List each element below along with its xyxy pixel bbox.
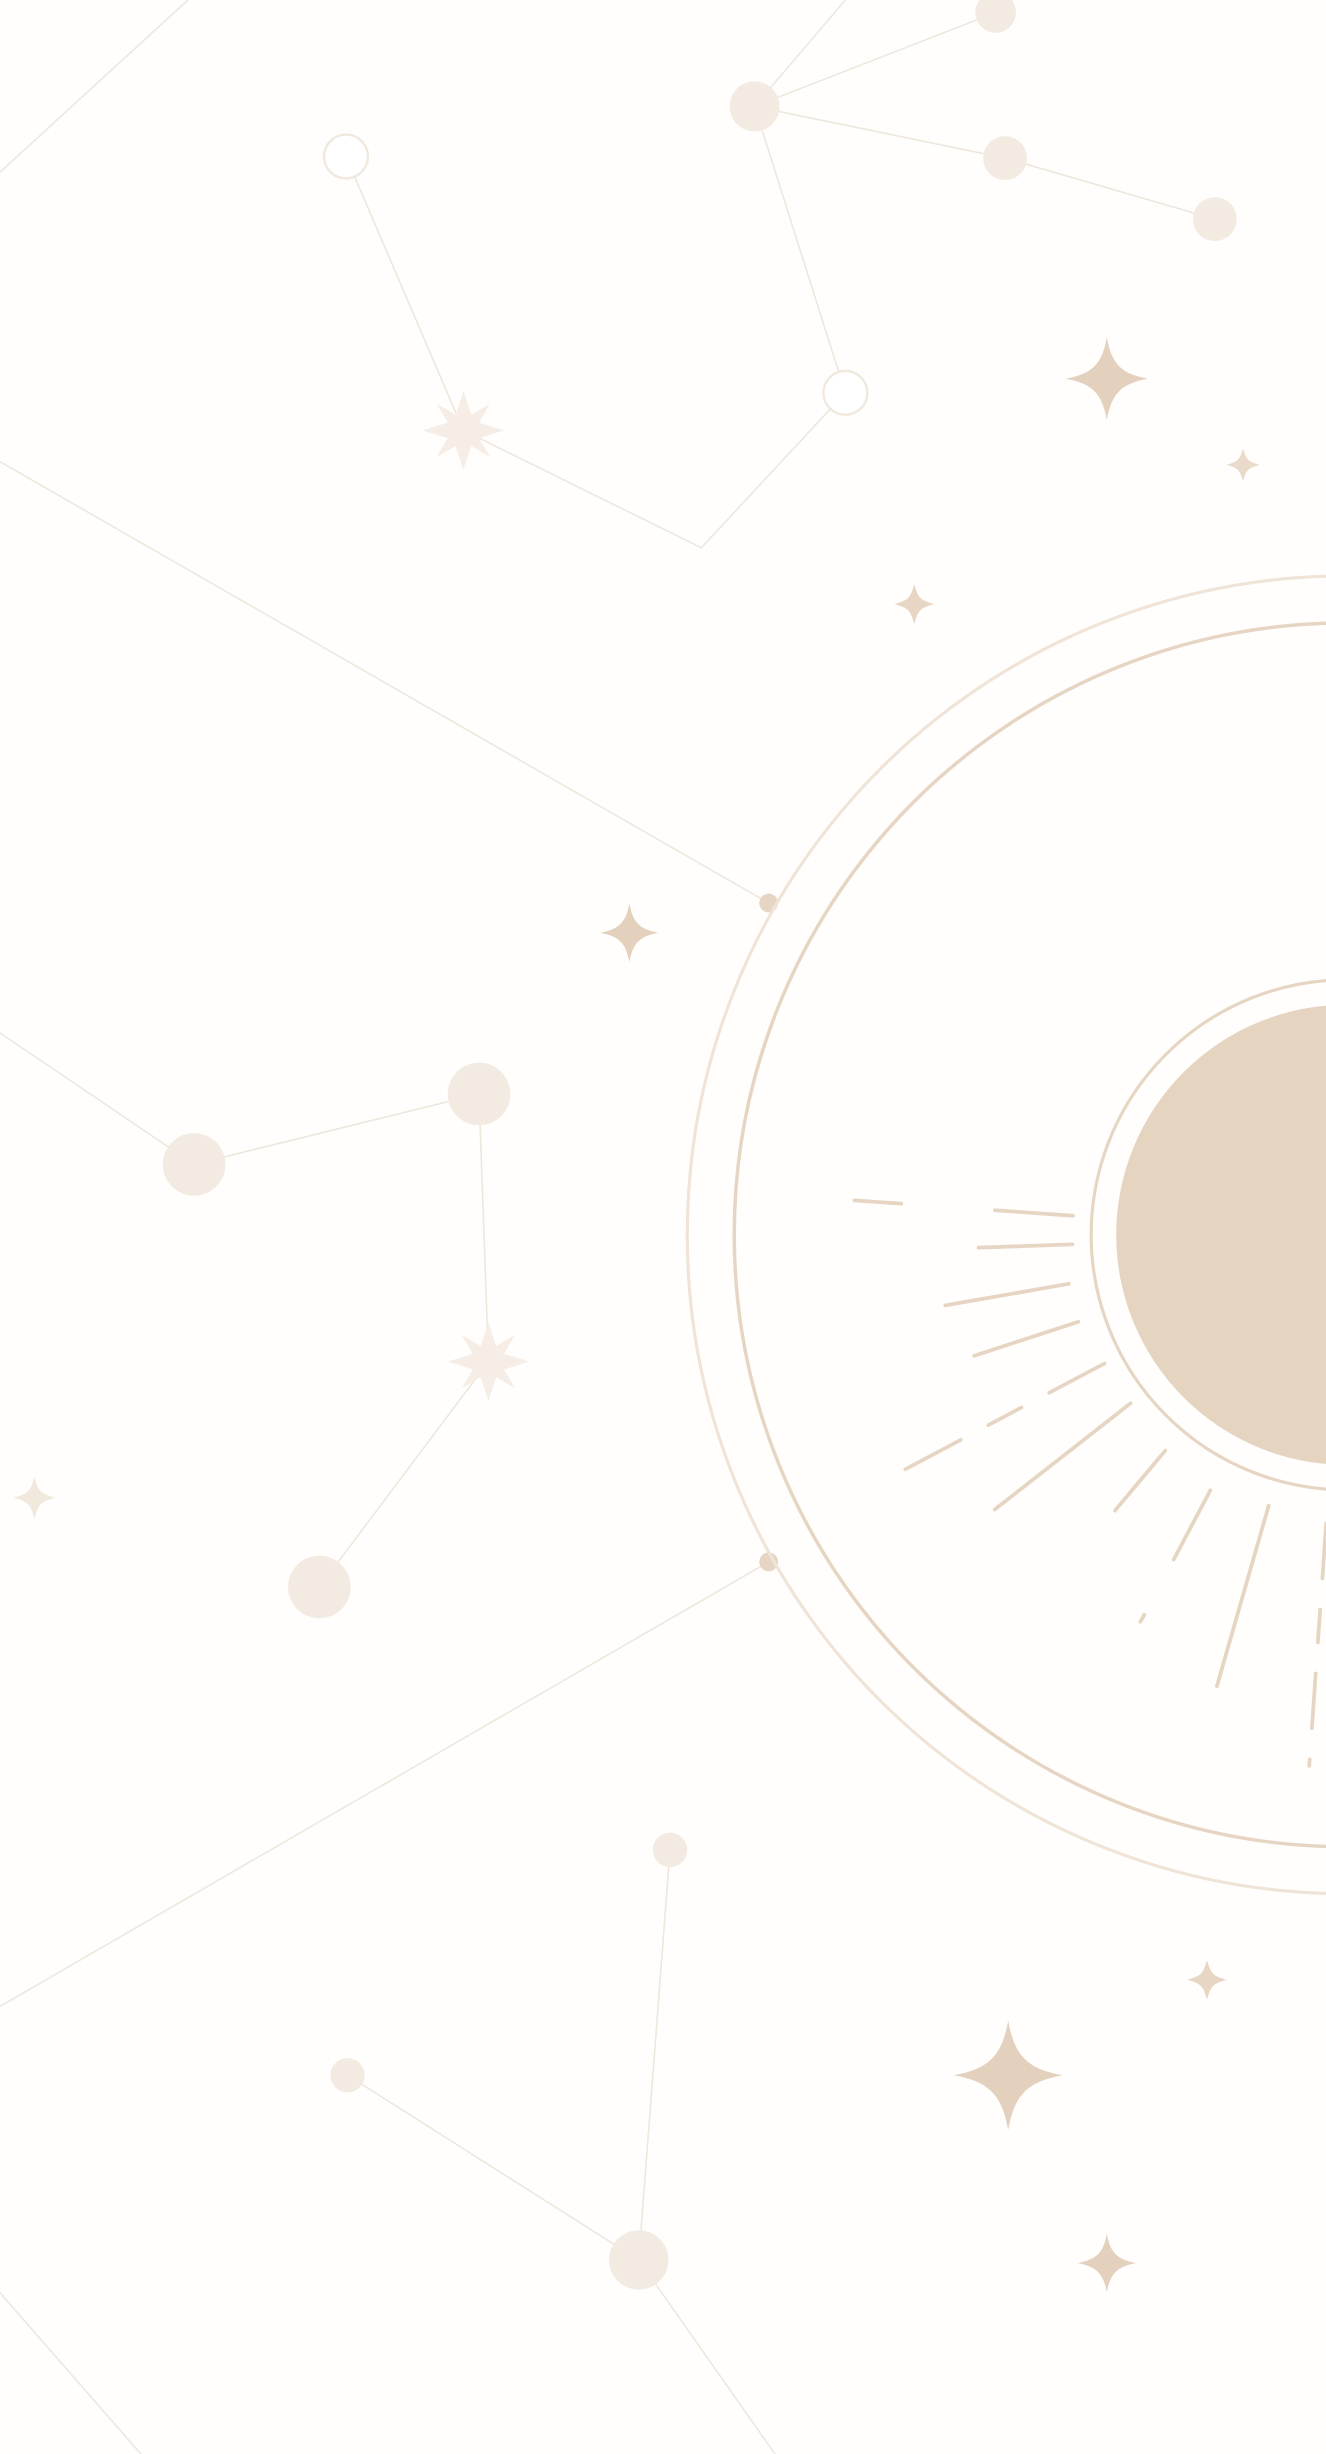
sun-ray-icon [986, 1405, 1024, 1428]
star-node-icon [447, 1062, 511, 1126]
constellation-icon [345, 106, 847, 549]
constellation-icon [347, 1849, 671, 2262]
sparkle-star-icon [953, 2020, 1063, 2130]
star-node-icon [729, 81, 780, 132]
sparkle-star-icon [600, 903, 659, 963]
sparkle-star-icon [1077, 2233, 1137, 2293]
star-node-icon [288, 1555, 351, 1619]
sun-ray-icon [1310, 1671, 1318, 1731]
sun-ray-icon [1047, 1361, 1107, 1395]
constellation-icon [0, 461, 770, 904]
starbursts [422, 391, 530, 1401]
constellation-nodes [162, 0, 1237, 2290]
sparkle-star-icon [13, 1476, 56, 1519]
constellation-icon [753, 0, 996, 108]
sparkles [13, 337, 1260, 2293]
star-node-icon [822, 369, 869, 416]
sun-rays [852, 1198, 1326, 1768]
sun-icon [1116, 1005, 1326, 1464]
star-node-icon [975, 0, 1017, 33]
sun-ray-icon [852, 1198, 904, 1206]
sun-ray-icon [1138, 1612, 1147, 1624]
sun-ray-icon [972, 1319, 1081, 1358]
inner-ring [732, 621, 1326, 1849]
star-node-icon [983, 136, 1027, 180]
constellation-icon [638, 2259, 776, 2454]
sun-ray-icon [993, 1208, 1075, 1218]
constellation-lines [0, 0, 1216, 2454]
outer-ring [685, 574, 1326, 1895]
core-ring [1089, 978, 1326, 1491]
sparkle-star-icon [894, 584, 934, 624]
star-node-icon [322, 133, 370, 180]
sparkle-star-icon [1226, 448, 1260, 482]
sparkle-star-icon [1187, 1960, 1227, 2000]
sparkle-star-icon [1065, 337, 1149, 420]
sun-ray-icon [943, 1281, 1071, 1308]
sun-ray-icon [992, 1401, 1133, 1512]
star-node-icon [759, 1552, 779, 1572]
star-node-icon [608, 2230, 669, 2290]
star-node-icon [162, 1133, 226, 1196]
starburst-icon [422, 391, 505, 470]
star-node-icon [330, 2058, 365, 2093]
sun-rings [685, 574, 1326, 1895]
constellation-icon [0, 0, 189, 173]
sun-ray-icon [976, 1242, 1075, 1250]
constellation-icon [0, 2292, 142, 2454]
star-node-icon [652, 1832, 688, 1868]
sun-ray-icon [1320, 1521, 1326, 1581]
constellation-icon [0, 1032, 490, 1588]
sun-ray-icon [903, 1437, 963, 1472]
starburst-icon [447, 1322, 530, 1401]
constellation-icon [0, 1561, 770, 2008]
sun-ray-icon [1171, 1488, 1213, 1562]
star-node-icon [1192, 197, 1237, 242]
sun-ray-icon [1215, 1503, 1271, 1689]
sun-ray-icon [1113, 1448, 1168, 1513]
sun-ray-icon [1315, 1607, 1323, 1645]
